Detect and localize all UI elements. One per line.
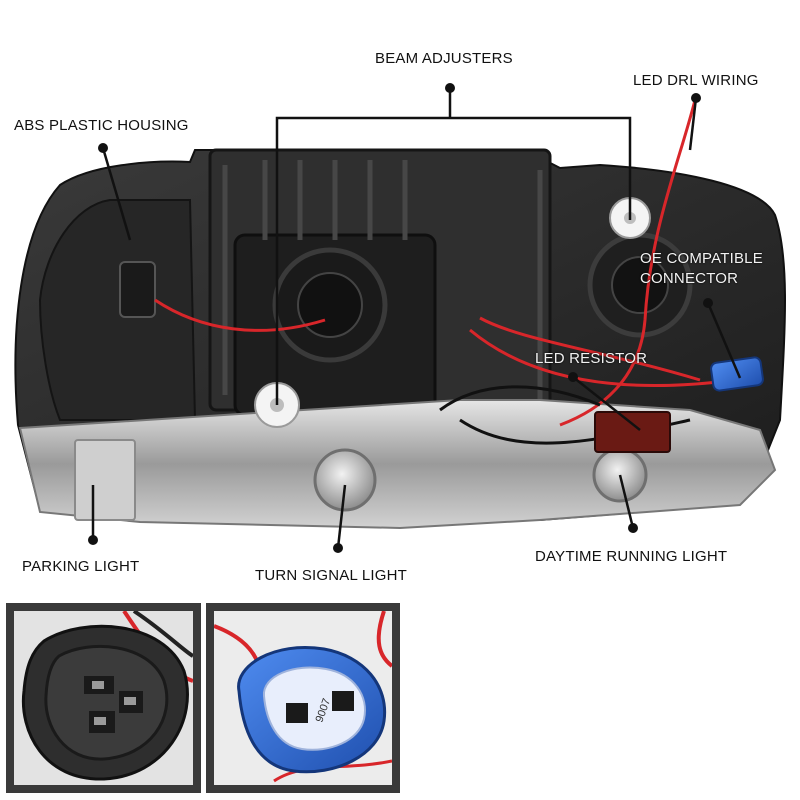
label-daytime-running-light: DAYTIME RUNNING LIGHT — [535, 548, 728, 565]
label-beam-adjusters: BEAM ADJUSTERS — [375, 50, 513, 67]
blue-connector-closeup: 9007 — [214, 611, 392, 785]
housing-left-chamber — [38, 199, 197, 421]
label-parking-light: PARKING LIGHT — [22, 558, 140, 575]
callout-dots — [88, 83, 713, 553]
turn-signal-bulb — [313, 448, 377, 512]
label-oe-compatible-connector-1: OE COMPATIBLE — [640, 250, 763, 267]
inset-black-connector — [6, 603, 201, 793]
label-turn-signal-light: TURN SIGNAL LIGHT — [255, 567, 408, 584]
parking-light-lens — [74, 439, 136, 521]
label-abs-plastic-housing: ABS PLASTIC HOUSING — [14, 117, 189, 134]
label-led-resistor: LED RESISTOR — [535, 350, 648, 367]
callout-lines — [91, 88, 742, 549]
black-connector-closeup — [14, 611, 193, 785]
label-led-drl-wiring: LED DRL WIRING — [633, 72, 759, 89]
red-wiring — [154, 99, 736, 427]
inset-blue-connector: 9007 — [206, 603, 400, 793]
left-wire-connector — [119, 261, 156, 318]
label-oe-compatible-connector-2: CONNECTOR — [640, 270, 739, 287]
led-resistor-block — [594, 411, 671, 453]
housing-ribs — [222, 160, 543, 405]
